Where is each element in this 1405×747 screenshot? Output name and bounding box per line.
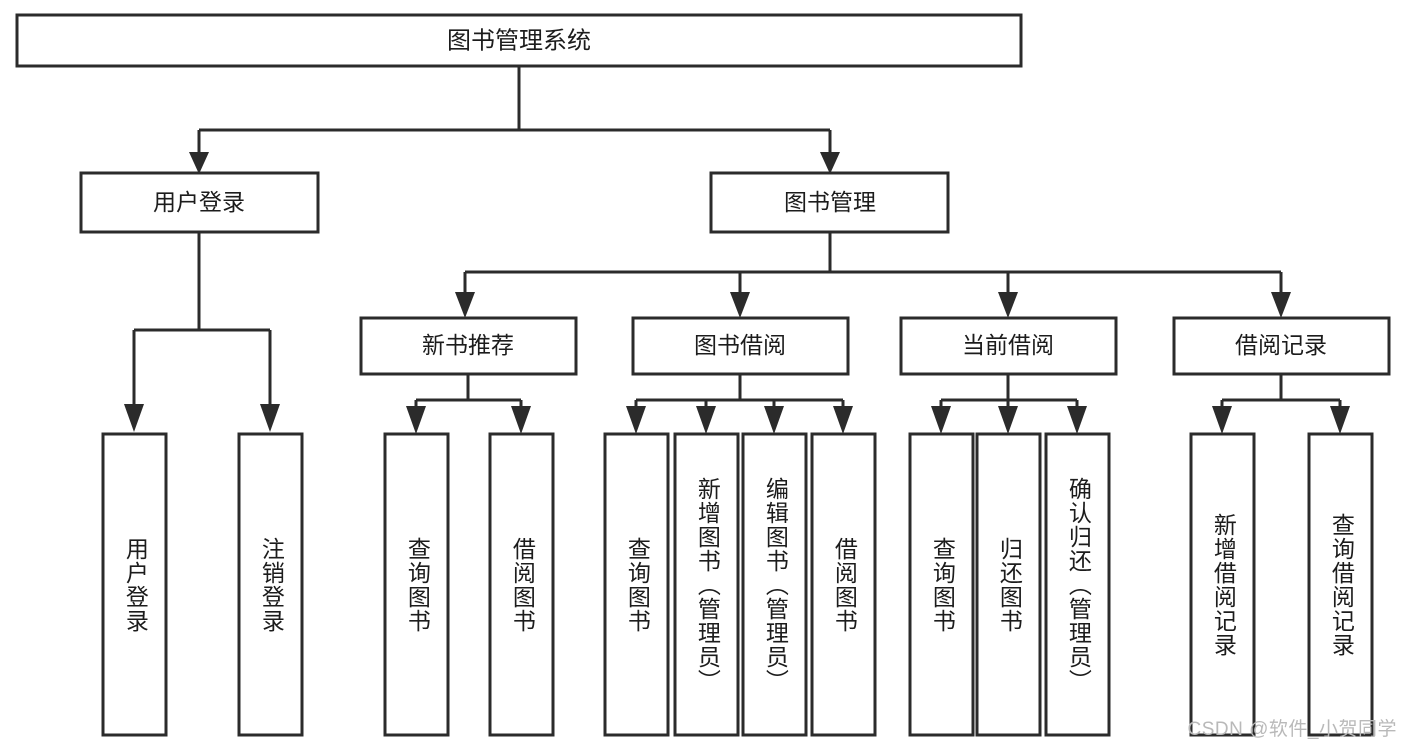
node-book-management[interactable] — [709, 171, 950, 234]
arrow-head-new-book-recommend — [455, 292, 475, 318]
watermark-text: CSDN @软件_小贺同学 — [1187, 719, 1397, 740]
node-borrow-record-label: 借阅记录 — [1235, 332, 1327, 358]
node-new-book-recommend-label: 新书推荐 — [422, 332, 514, 358]
arrow-head-leaf-query-book-2 — [626, 406, 646, 434]
node-leaf-return-book[interactable] — [975, 432, 1042, 737]
node-leaf-user-login[interactable] — [101, 432, 168, 737]
node-book-management-label: 图书管理 — [784, 189, 876, 215]
node-book-borrow[interactable] — [631, 316, 850, 376]
node-leaf-confirm-return[interactable] — [1044, 432, 1111, 737]
arrow-head-borrow-record — [1271, 292, 1291, 318]
arrow-head-leaf-query-record — [1330, 406, 1350, 434]
arrow-head-leaf-confirm-return — [1067, 406, 1087, 434]
arrow-head-leaf-return-book — [998, 406, 1018, 434]
arrow-head-leaf-add-book — [696, 406, 716, 434]
node-leaf-borrow-book-1[interactable] — [488, 432, 555, 737]
node-root[interactable] — [15, 13, 1023, 68]
arrow-head-leaf-user-login — [124, 404, 144, 432]
node-leaf-query-book-2[interactable] — [603, 432, 670, 737]
arrow-head-leaf-borrow-book-2 — [833, 406, 853, 434]
arrow-head-leaf-query-book-3 — [931, 406, 951, 434]
node-leaf-borrow-book-2[interactable] — [810, 432, 877, 737]
arrow-head-leaf-add-record — [1212, 406, 1232, 434]
node-current-borrow-label: 当前借阅 — [962, 332, 1054, 358]
node-leaf-logout-login[interactable] — [237, 432, 304, 737]
node-user-login-label: 用户登录 — [153, 189, 245, 215]
connector-layer — [124, 66, 1350, 434]
arrow-head-book-management — [820, 152, 840, 174]
arrow-head-book-borrow — [730, 292, 750, 318]
node-leaf-query-book-3[interactable] — [908, 432, 975, 737]
arrow-head-user-login — [189, 152, 209, 174]
node-current-borrow[interactable] — [899, 316, 1118, 376]
node-book-borrow-label: 图书借阅 — [694, 332, 786, 358]
arrow-head-leaf-query-book-1 — [406, 406, 426, 434]
arrow-head-leaf-logout-login — [260, 404, 280, 432]
node-new-book-recommend[interactable] — [359, 316, 578, 376]
node-layer: 图书管理系统 用户登录 图书管理 新书推荐 图书借阅 当前借阅 借阅记录 — [15, 13, 1391, 737]
arrow-head-leaf-borrow-book-1 — [511, 406, 531, 434]
node-leaf-query-book-1[interactable] — [383, 432, 450, 737]
arrow-head-leaf-edit-book — [764, 406, 784, 434]
node-leaf-edit-book[interactable] — [741, 432, 808, 737]
node-user-login[interactable] — [79, 171, 320, 234]
node-root-label: 图书管理系统 — [447, 27, 591, 54]
node-leaf-query-record[interactable] — [1307, 432, 1374, 737]
node-leaf-add-record[interactable] — [1189, 432, 1256, 737]
node-leaf-add-book[interactable] — [673, 432, 740, 737]
node-borrow-record[interactable] — [1172, 316, 1391, 376]
arrow-head-current-borrow — [998, 292, 1018, 318]
